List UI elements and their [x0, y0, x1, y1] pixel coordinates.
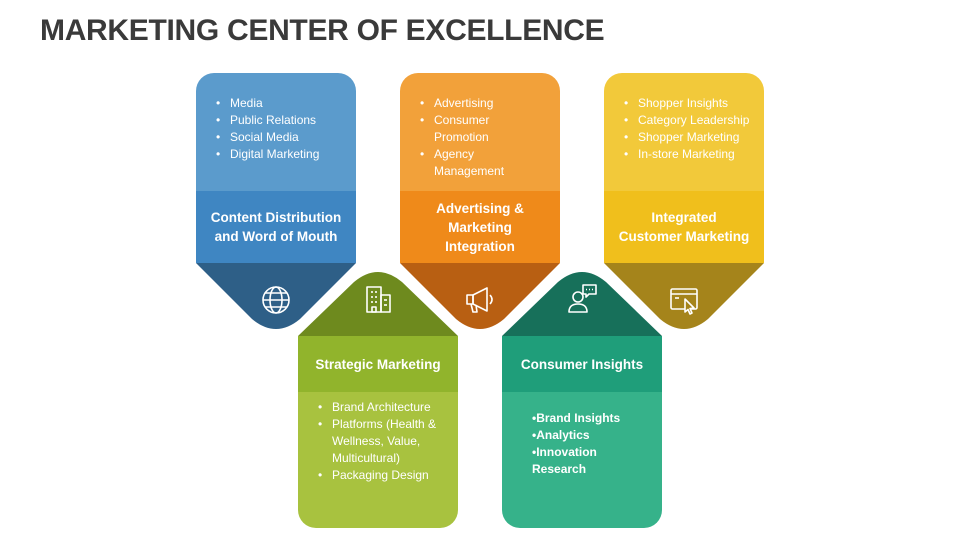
megaphone-icon — [463, 283, 497, 317]
globe-icon — [259, 283, 293, 317]
list-item: Brand Architecture — [318, 399, 458, 416]
list-item: Advertising — [420, 95, 560, 112]
page-title: MARKETING CENTER OF EXCELLENCE — [40, 14, 605, 47]
list-item: Consumer Promotion — [420, 112, 514, 146]
list-item: •Brand Insights — [532, 411, 621, 425]
integrated-heading: Integrated Customer Marketing — [618, 210, 750, 244]
card-integrated: Shopper Insights Category Leadership Sho… — [604, 73, 764, 329]
list-item: •Innovation Research — [532, 445, 597, 476]
list-item: Digital Marketing — [216, 146, 356, 163]
list-item: Platforms (Health & Wellness, Value, Mul… — [318, 416, 446, 467]
card-strategic: Strategic Marketing Brand Architecture P… — [298, 272, 458, 528]
browser-cursor-icon — [667, 283, 701, 317]
list-item: Shopper Insights — [624, 95, 764, 112]
list-item: •Analytics — [532, 428, 590, 442]
list-item: Shopper Marketing — [624, 129, 764, 146]
building-icon — [361, 282, 395, 316]
list-item: In-store Marketing — [624, 146, 764, 163]
card-content-distribution: Media Public Relations Social Media Digi… — [196, 73, 356, 329]
list-item: Agency Management — [420, 146, 514, 180]
advertising-bullet-list: Advertising Consumer Promotion Agency Ma… — [400, 95, 560, 180]
list-item: Public Relations — [216, 112, 356, 129]
integrated-bullet-list: Shopper Insights Category Leadership Sho… — [604, 95, 764, 163]
consumer-list: •Brand Insights •Analytics •Innovation R… — [502, 410, 662, 478]
content-bullet-list: Media Public Relations Social Media Digi… — [196, 95, 356, 163]
list-item: Media — [216, 95, 356, 112]
card-consumer-insights: Consumer Insights •Brand Insights •Analy… — [502, 272, 662, 528]
list-item: Social Media — [216, 129, 356, 146]
advertising-heading: Advertising & Marketing Integration — [436, 200, 524, 254]
card-advertising: Advertising Consumer Promotion Agency Ma… — [400, 73, 560, 329]
content-heading: Content Distribution and Word of Mouth — [210, 210, 342, 244]
consumer-heading: Consumer Insights — [520, 356, 644, 372]
list-item: Packaging Design — [318, 467, 458, 484]
strategic-heading: Strategic Marketing — [315, 356, 441, 372]
person-chat-icon — [565, 282, 599, 316]
list-item: Category Leadership — [624, 112, 764, 129]
strategic-bullet-list: Brand Architecture Platforms (Health & W… — [298, 399, 458, 484]
